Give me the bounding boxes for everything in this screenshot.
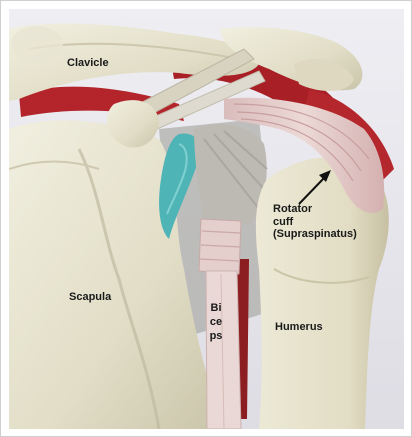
rotator-cuff-label: Rotator cuff (Supraspinatus) — [273, 203, 357, 241]
rotator-label-line3: (Supraspinatus) — [273, 228, 357, 241]
clavicle-label: Clavicle — [67, 57, 109, 70]
humerus-label: Humerus — [275, 321, 323, 334]
bone-highlight — [11, 26, 63, 62]
biceps-label: Biceps — [209, 301, 223, 343]
scapula-label: Scapula — [69, 291, 111, 304]
shoulder-anatomy-illustration: Clavicle Scapula Humerus Rotator cuff (S… — [9, 9, 404, 429]
rotator-label-line1: Rotator — [273, 203, 357, 216]
rotator-label-line2: cuff — [273, 216, 357, 229]
